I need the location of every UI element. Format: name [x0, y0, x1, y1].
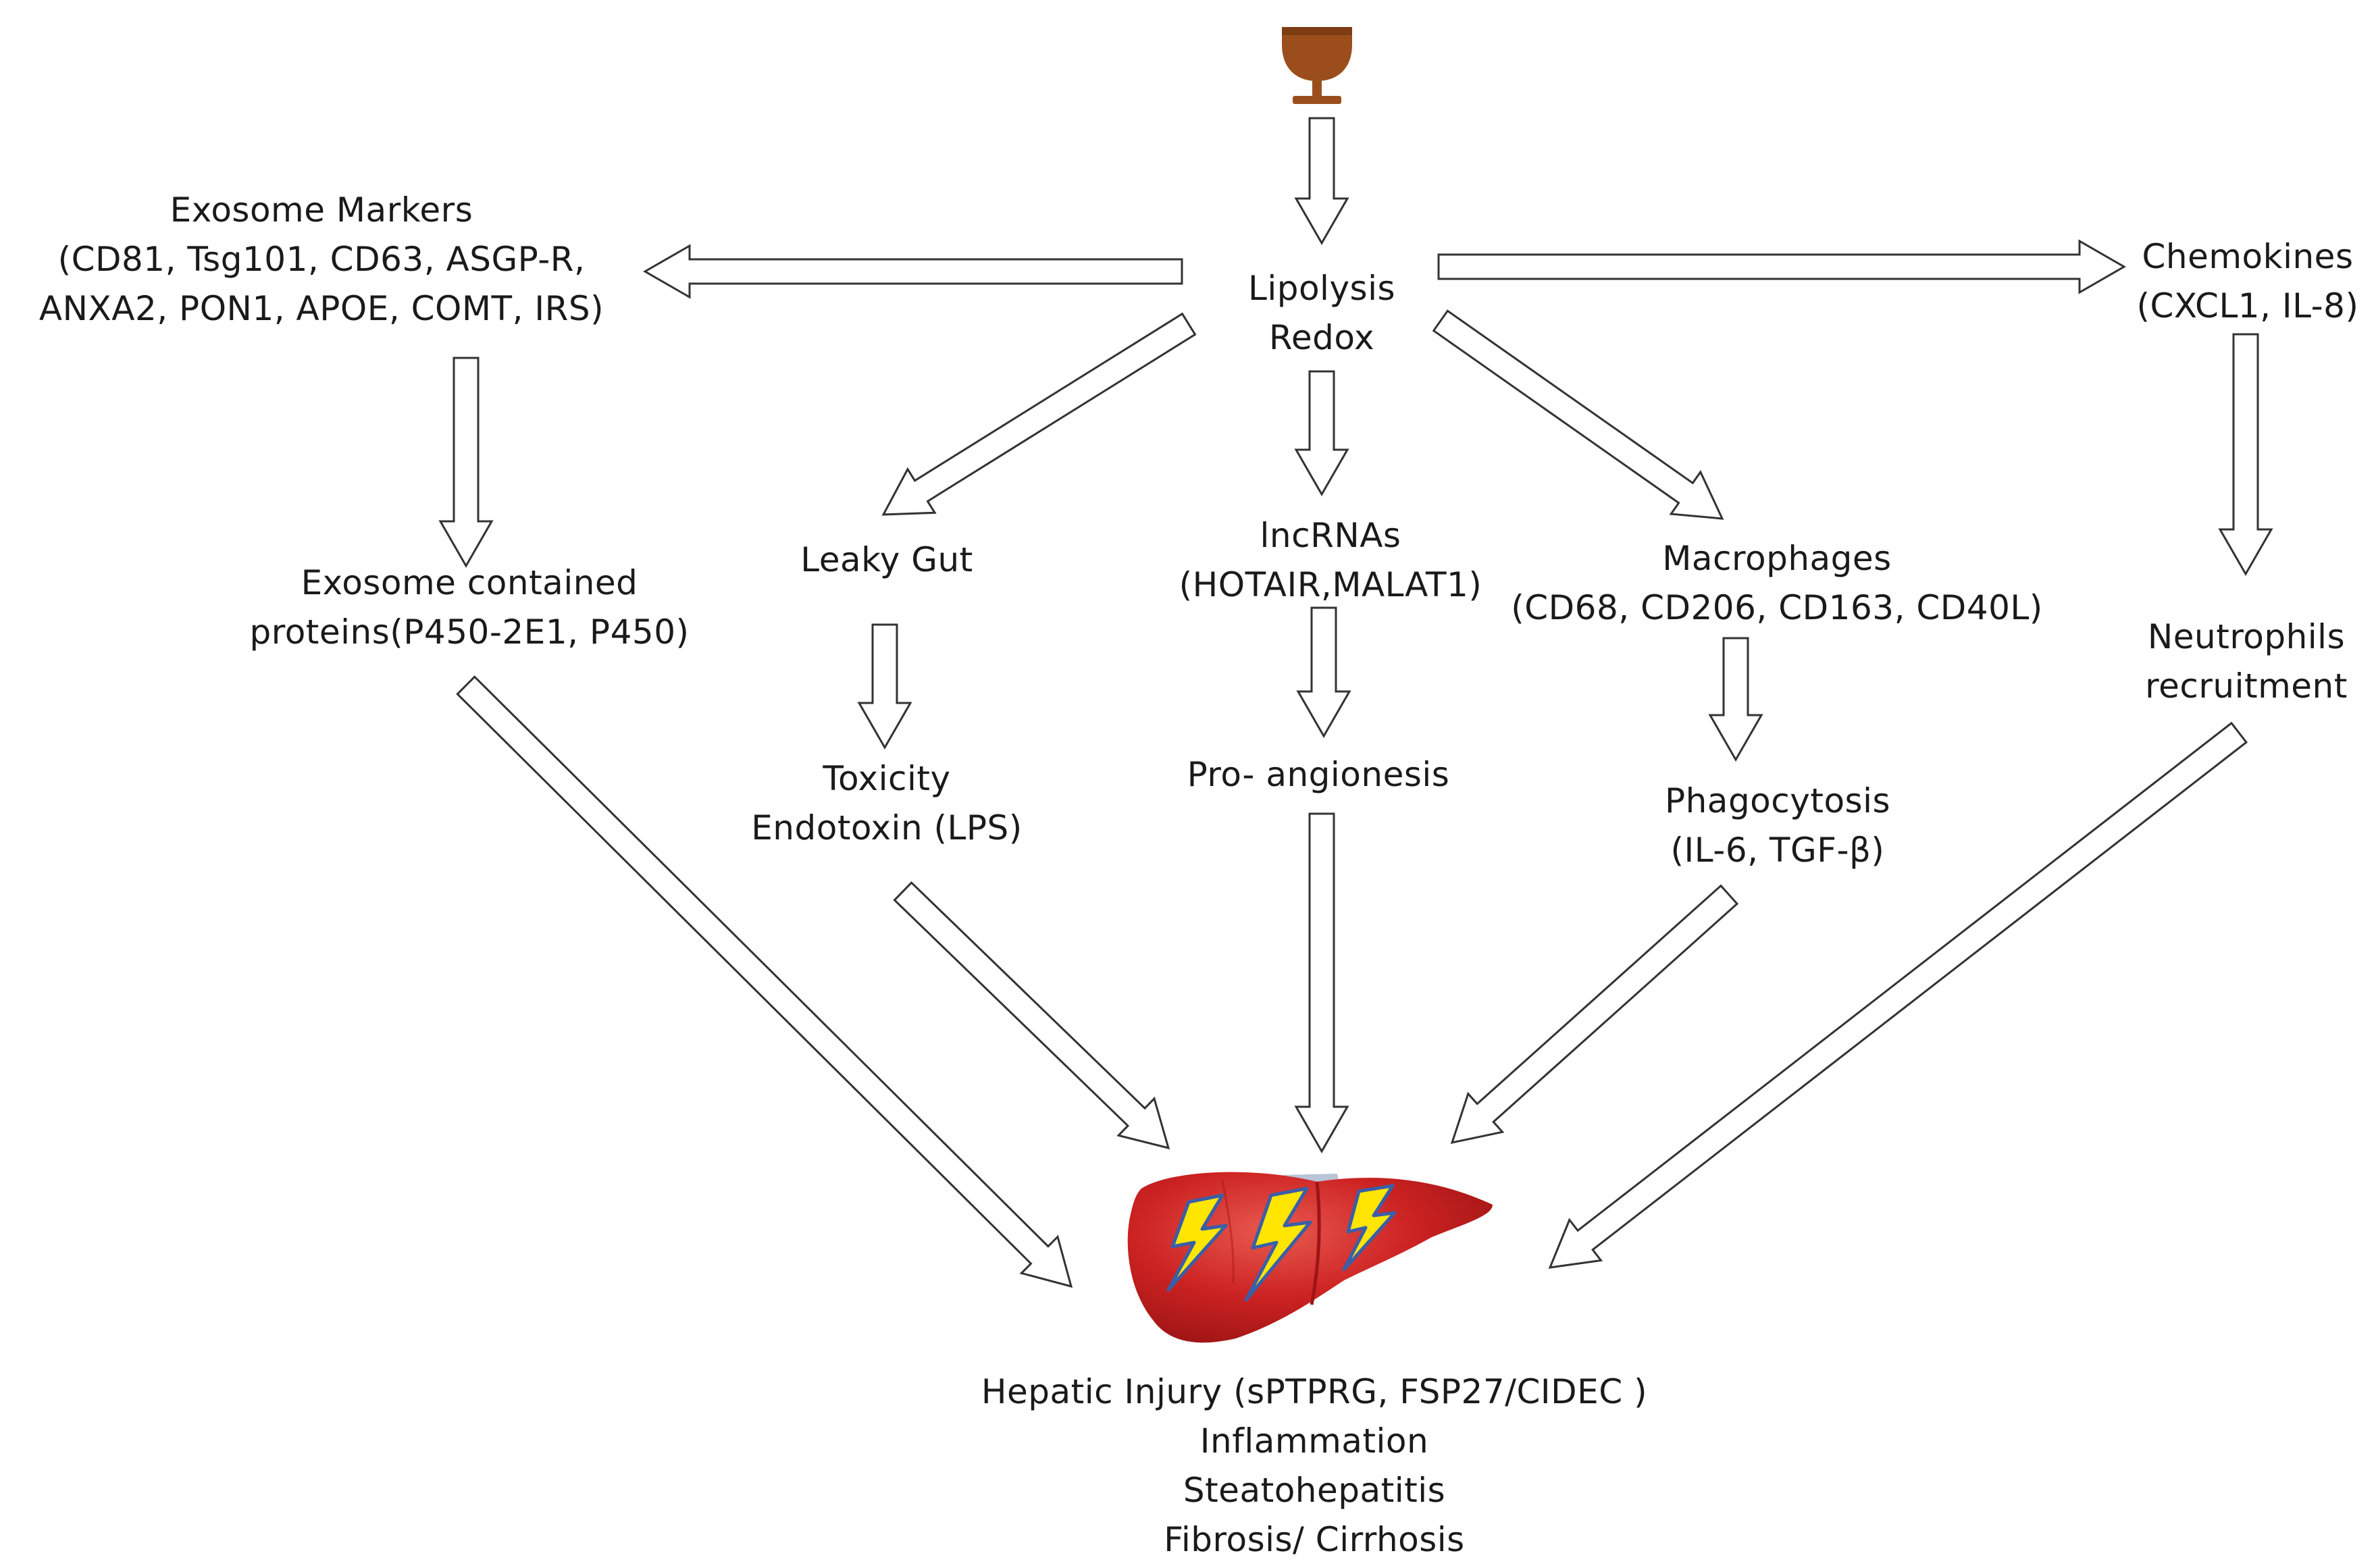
neutrophils-label: Neutrophils recruitment — [2145, 612, 2348, 711]
arrow-lipolysis-to-chemokines — [1437, 239, 2127, 294]
arrow-chemokines-to-neutrophils-shape — [2218, 333, 2273, 577]
arrow-lipolysis-to-leaky-gut — [881, 312, 1197, 516]
arrow-macrophages-to-phagocytosis — [1708, 637, 1763, 762]
arrow-toxicity-to-liver — [893, 881, 1170, 1150]
arrow-lipolysis-to-macrophages — [1432, 309, 1724, 520]
neutrophils-title: Neutrophils — [2147, 617, 2346, 656]
lipolysis-redox-label: Lipolysis Redox — [1248, 264, 1395, 363]
arrow-glass-to-lipolysis — [1294, 117, 1349, 246]
wine-glass-bowl — [1282, 27, 1352, 81]
leaky-gut-text: Leaky Gut — [800, 540, 973, 579]
chemokines-title: Chemokines — [2142, 237, 2354, 276]
lightning-bolt-icon — [1244, 1186, 1312, 1302]
exosome-markers-label: Exosome Markers (CD81, Tsg101, CD63, ASG… — [39, 186, 604, 334]
arrow-proteins-to-liver — [456, 675, 1073, 1288]
arrow-leaky-gut-to-toxicity-shape — [857, 623, 912, 750]
chemokines-label: Chemokines (CXCL1, IL-8) — [2137, 232, 2359, 331]
arrow-toxicity-to-liver-shape — [893, 881, 1170, 1150]
fibrosis-cirrhosis-text: Fibrosis/ Cirrhosis — [1164, 1520, 1465, 1559]
exosome-proteins-list: proteins(P450-2E1, P450) — [249, 612, 690, 652]
wine-glass-icon — [1282, 27, 1352, 104]
phagocytosis-title: Phagocytosis — [1664, 781, 1891, 820]
arrow-phagocytosis-to-liver — [1450, 884, 1739, 1145]
endotoxin-text: Endotoxin (LPS) — [751, 808, 1023, 847]
arrow-leaky-gut-to-toxicity — [857, 623, 912, 750]
macrophages-title: Macrophages — [1662, 539, 1892, 578]
exosome-proteins-label: Exosome contained proteins(P450-2E1, P45… — [249, 558, 689, 657]
liver-lobe-divide-2 — [1221, 1180, 1235, 1284]
lncrnas-label: lncRNAs (HOTAIR,MALAT1) — [1179, 511, 1482, 610]
hepatic-injury-title: Hepatic Injury (sPTPRG, FSP27/CIDEC ) — [981, 1372, 1648, 1411]
arrow-lipolysis-to-exosome-markers-shape — [642, 244, 1183, 299]
arrow-lipolysis-to-lncrnas-shape — [1294, 370, 1349, 497]
chemokines-list: (CXCL1, IL-8) — [2136, 286, 2359, 325]
wine-glass-stem — [1312, 80, 1322, 97]
liver-shape — [1127, 1172, 1493, 1343]
arrow-lncrnas-to-pro-angionesis-shape — [1296, 606, 1351, 739]
arrow-exosome-markers-to-proteins-shape — [438, 357, 494, 569]
exosome-markers-list-1: (CD81, Tsg101, CD63, ASGP-R, — [57, 240, 586, 279]
liver-icon — [1127, 1172, 1493, 1343]
wine-glass-base — [1293, 96, 1341, 104]
phagocytosis-list: (IL-6, TGF-β) — [1670, 831, 1885, 870]
lightning-bolt-icon — [1166, 1193, 1228, 1292]
lightning-bolt-icon — [1342, 1184, 1397, 1272]
exosome-markers-title: Exosome Markers — [170, 190, 473, 230]
arrow-lipolysis-to-leaky-gut-shape — [881, 312, 1197, 516]
inflammation-text: Inflammation — [1199, 1421, 1429, 1461]
redox-text: Redox — [1268, 318, 1375, 357]
steatohepatitis-text: Steatohepatitis — [1183, 1471, 1446, 1510]
macrophages-label: Macrophages (CD68, CD206, CD163, CD40L) — [1511, 534, 2043, 633]
arrow-pro-angionesis-to-liver — [1294, 812, 1349, 1154]
arrow-macrophages-to-phagocytosis-shape — [1708, 637, 1763, 762]
leaky-gut-label: Leaky Gut — [800, 535, 973, 585]
wine-glass-rim — [1282, 27, 1352, 35]
liver-lobe-divide — [1310, 1181, 1321, 1305]
arrow-glass-to-lipolysis-shape — [1294, 117, 1349, 246]
lncrnas-title: lncRNAs — [1260, 516, 1401, 555]
arrow-lipolysis-to-lncrnas — [1294, 370, 1349, 497]
arrow-phagocytosis-to-liver-shape — [1450, 884, 1739, 1145]
exosome-markers-list-2: ANXA2, PON1, APOE, COMT, IRS) — [38, 289, 604, 328]
lncrnas-list: (HOTAIR,MALAT1) — [1179, 565, 1482, 604]
arrow-neutrophils-to-liver-shape — [1548, 721, 2248, 1269]
arrow-proteins-to-liver-shape — [456, 675, 1073, 1288]
arrow-chemokines-to-neutrophils — [2218, 333, 2273, 577]
phagocytosis-label: Phagocytosis (IL-6, TGF-β) — [1665, 777, 1890, 875]
lipolysis-text: Lipolysis — [1247, 269, 1396, 308]
exosome-proteins-title: Exosome contained — [301, 563, 638, 602]
arrow-lipolysis-to-macrophages-shape — [1432, 309, 1724, 520]
arrow-lipolysis-to-exosome-markers — [642, 244, 1183, 299]
macrophages-list: (CD68, CD206, CD163, CD40L) — [1511, 588, 2043, 627]
arrow-pro-angionesis-to-liver-shape — [1294, 812, 1349, 1154]
hepatic-injury-label: Hepatic Injury (sPTPRG, FSP27/CIDEC ) In… — [981, 1367, 1647, 1565]
pro-angionesis-label: Pro- angionesis — [1187, 750, 1450, 800]
neutrophils-subtitle: recruitment — [2145, 667, 2348, 706]
toxicity-label: Toxicity Endotoxin (LPS) — [751, 754, 1023, 853]
pro-angionesis-text: Pro- angionesis — [1187, 755, 1450, 794]
arrow-lncrnas-to-pro-angionesis — [1296, 606, 1351, 739]
arrow-neutrophils-to-liver — [1548, 721, 2248, 1269]
toxicity-title: Toxicity — [823, 759, 951, 798]
arrow-lipolysis-to-chemokines-shape — [1437, 239, 2127, 294]
arrow-exosome-markers-to-proteins — [438, 357, 494, 569]
